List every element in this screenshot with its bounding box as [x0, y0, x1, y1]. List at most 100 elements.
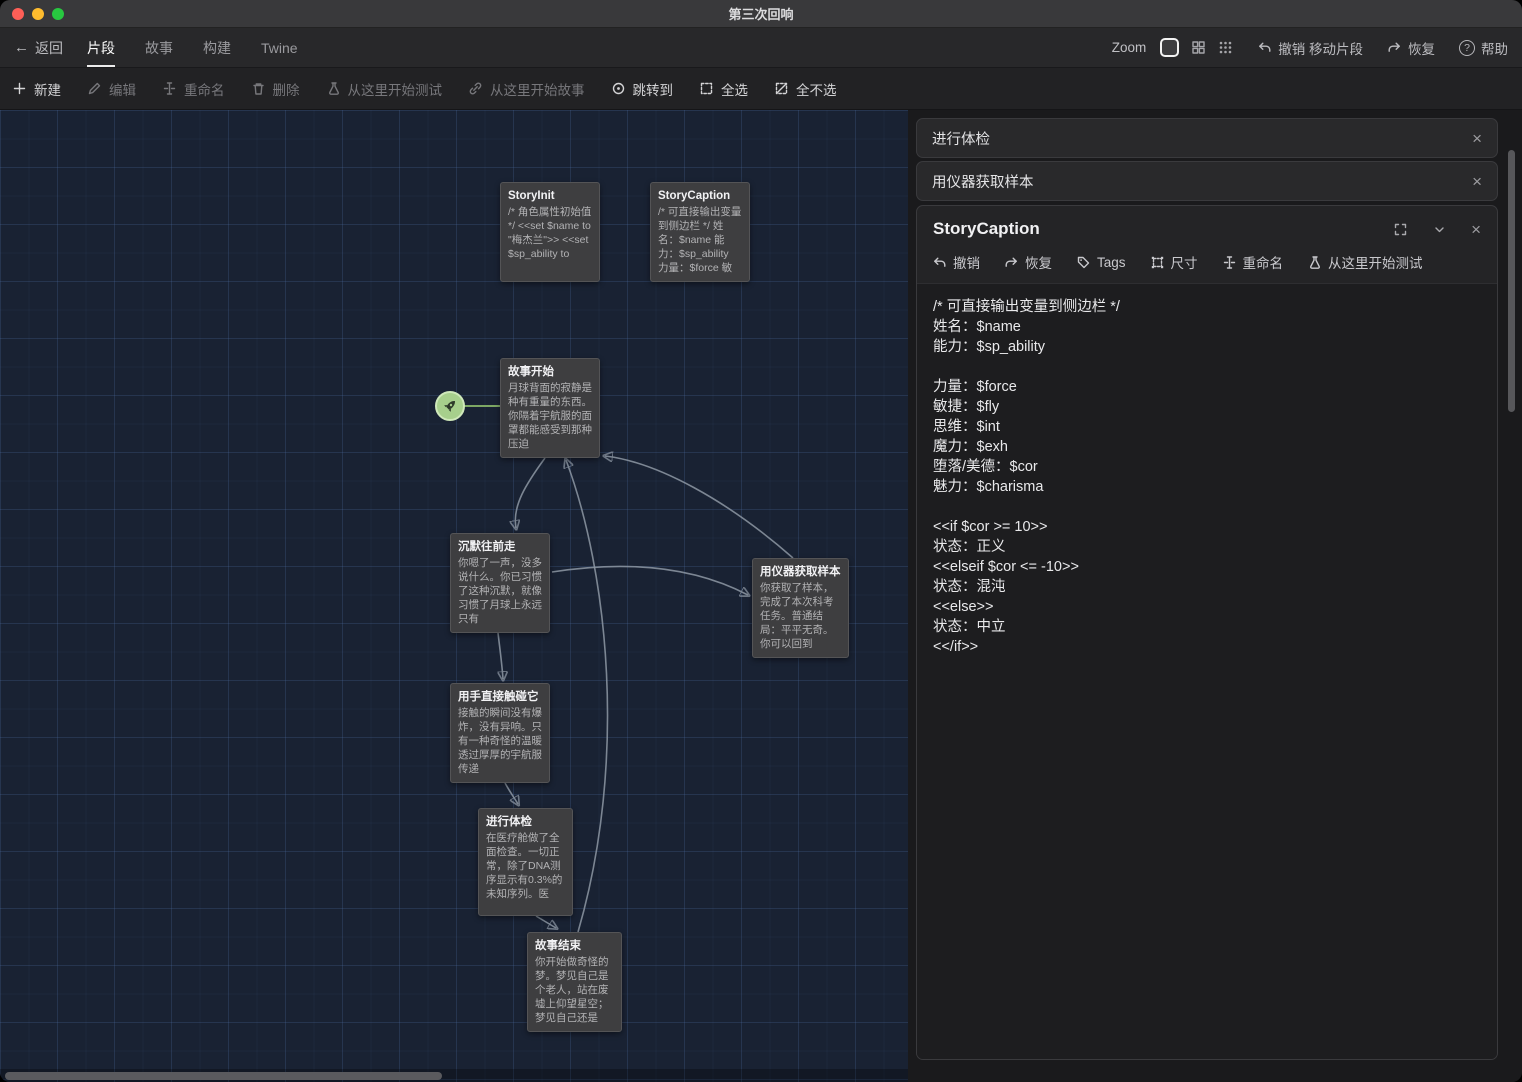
new-passage-button[interactable]: 新建: [12, 79, 61, 99]
redo-button[interactable]: 恢复: [1387, 38, 1435, 58]
editor-size-label: 尺寸: [1171, 252, 1198, 272]
back-arrow-icon: [14, 39, 29, 56]
passage-title: 用手直接触碰它: [458, 690, 542, 704]
rocket-icon: [441, 397, 459, 415]
test-from-here-button[interactable]: 从这里开始测试: [326, 79, 443, 99]
passage-excerpt: 接触的瞬间没有爆炸，没有异响。只有一种奇怪的温暖透过厚厚的宇航服传递: [458, 707, 542, 777]
select-none-icon: [774, 81, 789, 96]
story-start-marker[interactable]: [435, 391, 465, 421]
passage-walk-silently[interactable]: 沉默往前走 你嗯了一声，没多说什么。你已习惯了这种沉默，就像习惯了月球上永远只有: [450, 533, 550, 633]
close-panel-button[interactable]: [1472, 173, 1482, 190]
editor-title: StoryCaption: [933, 219, 1040, 239]
tab-build[interactable]: 构建: [203, 28, 231, 67]
help-button[interactable]: 帮助: [1459, 38, 1508, 58]
undo-label: 撤销 移动片段: [1278, 38, 1363, 58]
editor-toolbar: 撤销 恢复 Tags 尺寸: [917, 245, 1497, 284]
back-button[interactable]: 返回: [14, 28, 63, 67]
close-panel-button[interactable]: [1472, 130, 1482, 147]
passage-excerpt: 你开始做奇怪的梦。梦见自己是个老人，站在废墟上仰望星空；梦见自己还是: [535, 956, 614, 1026]
text-cursor-icon: [1222, 255, 1237, 270]
editor-test-from-here-button[interactable]: 从这里开始测试: [1307, 252, 1423, 272]
flask-icon: [326, 81, 341, 96]
editor-undo-label: 撤销: [953, 252, 980, 272]
select-all-button[interactable]: 全选: [699, 79, 748, 99]
editor-test-from-here-label: 从这里开始测试: [1328, 252, 1423, 272]
editor-size-button[interactable]: 尺寸: [1150, 252, 1198, 272]
tab-twine[interactable]: Twine: [261, 28, 298, 67]
undo-icon: [932, 255, 947, 270]
back-label: 返回: [35, 38, 63, 58]
passage-story-start[interactable]: 故事开始 月球背面的寂静是种有重量的东西。你隔着宇航服的面罩都能感受到那种压迫: [500, 358, 600, 458]
test-from-here-label: 从这里开始测试: [348, 79, 443, 99]
side-panel: 进行体检 用仪器获取样本 StoryCaption: [908, 110, 1522, 1082]
passage-text-editor[interactable]: /* 可直接输出变量到侧边栏 */ 姓名：$name 能力：$sp_abilit…: [917, 284, 1497, 1059]
target-icon: [611, 81, 626, 96]
passage-excerpt: /* 角色属性初始值 */ <<set $name to "梅杰兰">> <<s…: [508, 206, 592, 262]
panel-header-physical-exam[interactable]: 进行体检: [916, 118, 1498, 158]
horizontal-scrollbar-thumb[interactable]: [5, 1072, 442, 1080]
panel-header-sample[interactable]: 用仪器获取样本: [916, 161, 1498, 201]
zoom-window-button[interactable]: [52, 8, 64, 20]
undo-button[interactable]: 撤销 移动片段: [1257, 38, 1363, 58]
trash-icon: [251, 81, 266, 96]
select-all-label: 全选: [721, 79, 748, 99]
help-icon: [1459, 40, 1475, 56]
close-window-button[interactable]: [12, 8, 24, 20]
start-link-line: [463, 405, 501, 407]
zoom-level-medium-button[interactable]: [1191, 40, 1206, 55]
passage-title: StoryCaption: [658, 189, 742, 203]
zoom-label: Zoom: [1112, 40, 1147, 55]
passage-sample-with-instrument[interactable]: 用仪器获取样本 你获取了样本，完成了本次科考任务。普通结局：平平无奇。你可以回到: [752, 558, 849, 658]
grid-2x2-icon: [1191, 40, 1206, 55]
passage-title: StoryInit: [508, 189, 592, 203]
size-icon: [1150, 255, 1165, 270]
editor-redo-label: 恢复: [1025, 252, 1052, 272]
tab-story[interactable]: 故事: [145, 28, 173, 67]
minimize-window-button[interactable]: [32, 8, 44, 20]
editor-undo-button[interactable]: 撤销: [932, 252, 980, 272]
editor-rename-label: 重命名: [1243, 252, 1284, 272]
vertical-scrollbar-thumb[interactable]: [1508, 150, 1515, 412]
rename-button[interactable]: 重命名: [162, 79, 225, 99]
close-icon: [1471, 220, 1481, 239]
maximize-icon[interactable]: [1393, 222, 1408, 237]
navbar: 返回 片段 故事 构建 Twine Zoom: [0, 28, 1522, 68]
editor-redo-button[interactable]: 恢复: [1004, 252, 1052, 272]
traffic-lights: [12, 8, 64, 20]
select-all-icon: [699, 81, 714, 96]
undo-icon: [1257, 40, 1272, 55]
zoom-level-full-button[interactable]: [1160, 38, 1179, 57]
passage-physical-exam[interactable]: 进行体检 在医疗舱做了全面检查。一切正常，除了DNA测序显示有0.3%的未知序列…: [478, 808, 573, 916]
redo-icon: [1387, 40, 1402, 55]
editor-tags-button[interactable]: Tags: [1076, 255, 1126, 270]
passage-storycaption[interactable]: StoryCaption /* 可直接输出变量到侧边栏 */ 姓名：$name …: [650, 182, 750, 282]
passage-touch-by-hand[interactable]: 用手直接触碰它 接触的瞬间没有爆炸，没有异响。只有一种奇怪的温暖透过厚厚的宇航服…: [450, 683, 550, 783]
pencil-icon: [87, 81, 102, 96]
start-story-here-label: 从这里开始故事: [490, 79, 585, 99]
passage-storyinit[interactable]: StoryInit /* 角色属性初始值 */ <<set $name to "…: [500, 182, 600, 282]
nav-tabs: 片段 故事 构建 Twine: [87, 28, 298, 67]
close-icon: [1472, 172, 1482, 191]
passage-title: 沉默往前走: [458, 540, 542, 554]
passage-excerpt: 你获取了样本，完成了本次科考任务。普通结局：平平无奇。你可以回到: [760, 582, 841, 652]
start-story-here-button[interactable]: 从这里开始故事: [468, 79, 585, 99]
close-editor-button[interactable]: [1471, 221, 1481, 238]
editor-rename-button[interactable]: 重命名: [1222, 252, 1284, 272]
chevron-down-icon[interactable]: [1432, 222, 1447, 237]
go-to-button[interactable]: 跳转到: [611, 79, 674, 99]
delete-button[interactable]: 删除: [251, 79, 300, 99]
horizontal-scrollbar[interactable]: [0, 1069, 908, 1082]
edit-button[interactable]: 编辑: [87, 79, 136, 99]
passage-title: 进行体检: [486, 815, 565, 829]
passage-excerpt: 月球背面的寂静是种有重量的东西。你隔着宇航服的面罩都能感受到那种压迫: [508, 382, 592, 452]
select-none-button[interactable]: 全不选: [774, 79, 837, 99]
passage-editor-panel: StoryCaption 撤销 恢复: [916, 205, 1498, 1060]
passage-story-end[interactable]: 故事结束 你开始做奇怪的梦。梦见自己是个老人，站在废墟上仰望星空；梦见自己还是: [527, 932, 622, 1032]
zoom-level-small-button[interactable]: [1218, 40, 1233, 55]
plus-icon: [12, 81, 27, 96]
story-map-canvas[interactable]: StoryInit /* 角色属性初始值 */ <<set $name to "…: [0, 110, 908, 1082]
passage-excerpt: 在医疗舱做了全面检查。一切正常，除了DNA测序显示有0.3%的未知序列。医: [486, 832, 565, 902]
panel-header-title: 用仪器获取样本: [932, 171, 1034, 192]
tab-passages[interactable]: 片段: [87, 28, 115, 67]
